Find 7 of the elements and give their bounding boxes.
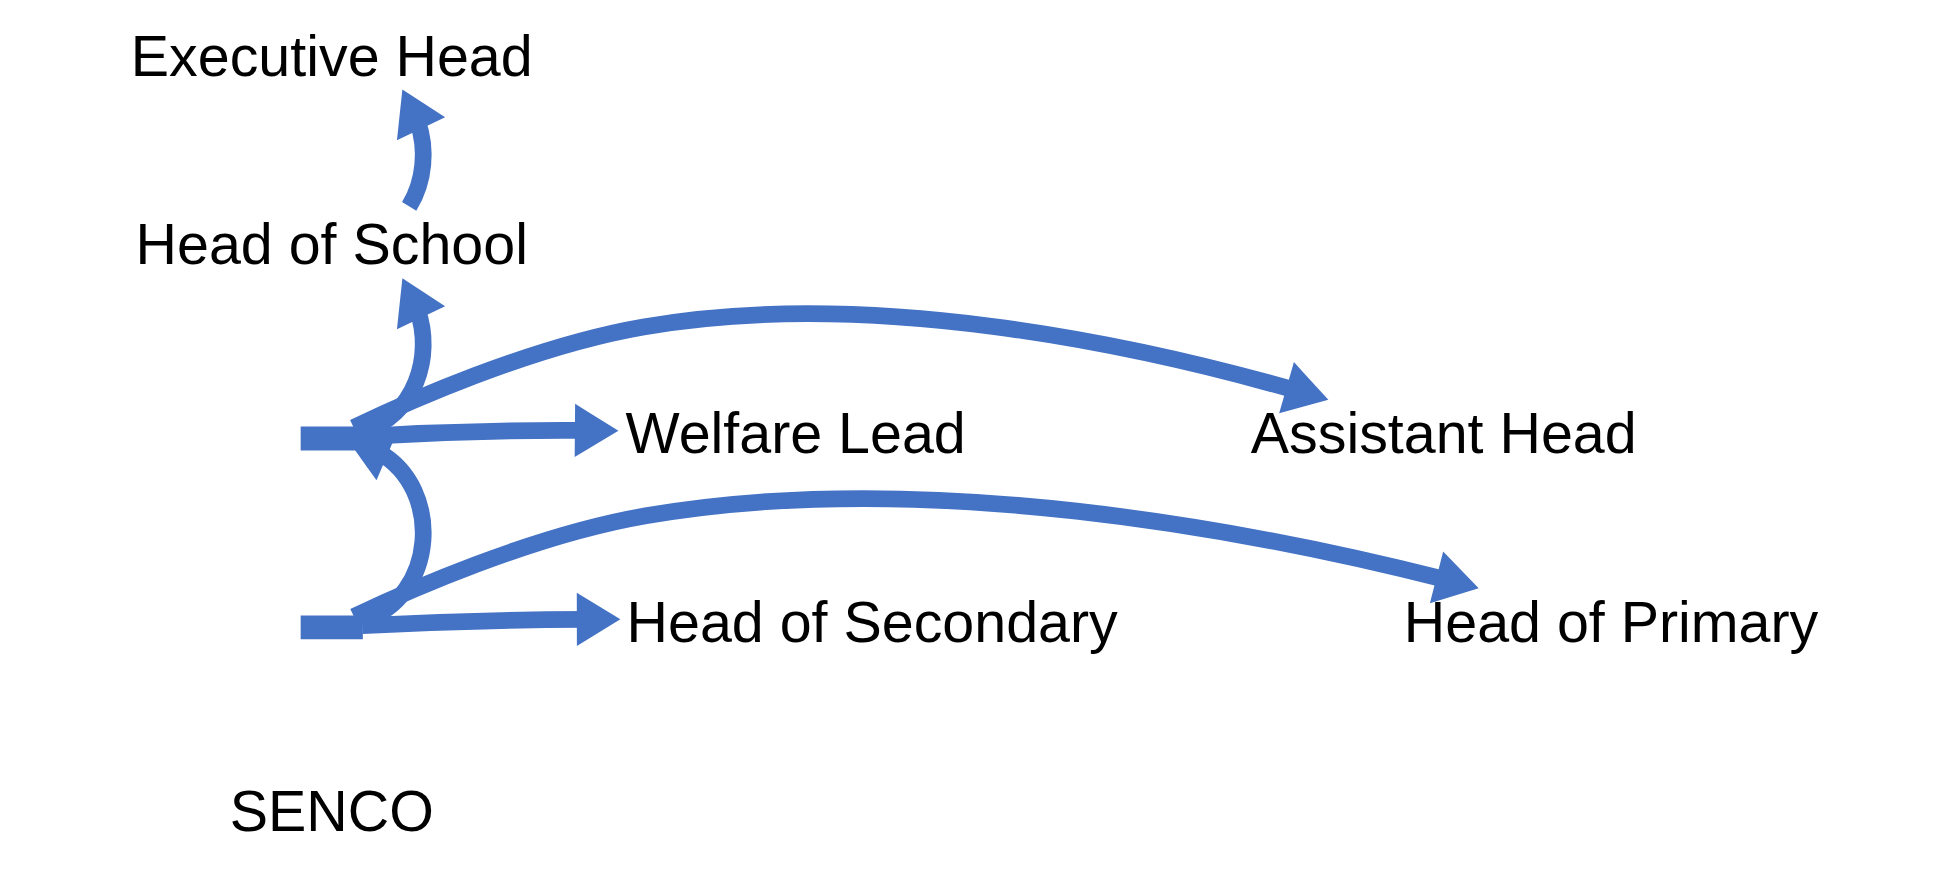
node-text: Head of School: [135, 212, 528, 277]
node-text: Executive Head: [130, 23, 533, 88]
node-text: Welfare Lead: [625, 401, 966, 466]
node-text: Head of Primary: [1403, 590, 1818, 655]
node-text: SENCO: [229, 779, 434, 844]
node-text: Head of Secondary: [626, 590, 1118, 655]
node-text: Assistant Head: [1250, 401, 1637, 466]
